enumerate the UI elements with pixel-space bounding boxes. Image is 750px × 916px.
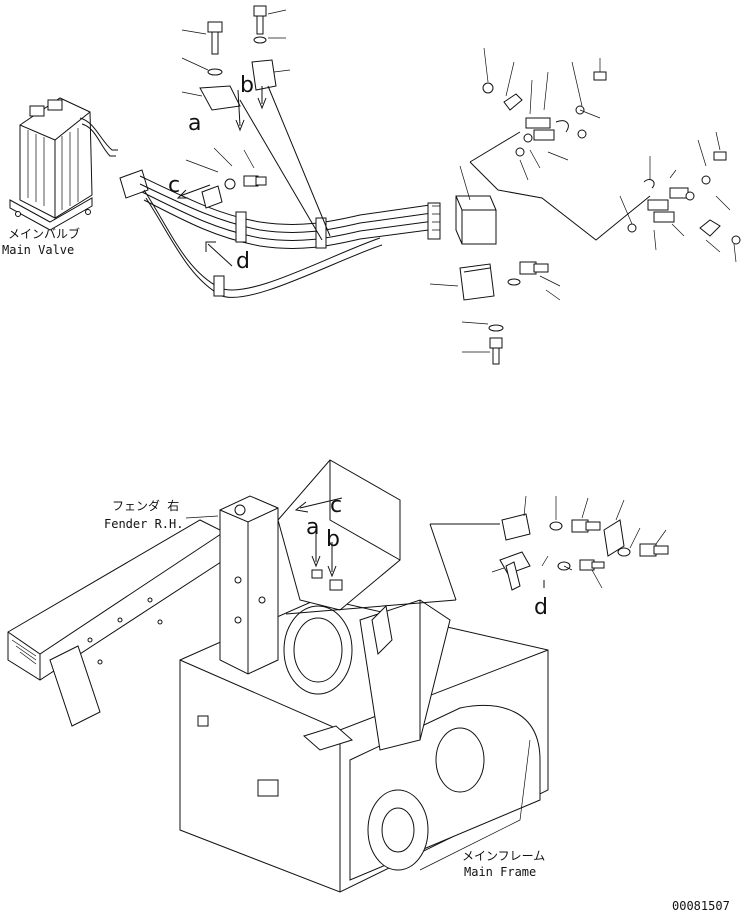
frame-callout-arrows (294, 497, 343, 578)
ref-letter-b-frame: b (326, 527, 340, 552)
main-valve-label-en: Main Valve (2, 243, 74, 257)
hose-bundle-drawing (119, 169, 441, 298)
fender-label-en: Fender R.H. (104, 517, 183, 531)
fender-label-jp: フェンダ 右 (112, 498, 179, 513)
main-frame-label-jp: メインフレーム (462, 849, 545, 863)
ref-letter-c-frame: c (330, 493, 342, 518)
main-frame-drawing (7, 459, 549, 893)
ref-letter-a-top: a (188, 111, 201, 136)
ref-letter-a-frame: a (306, 515, 319, 540)
drawing-number: 00081507 (672, 899, 730, 913)
main-valve-label-jp: メインバルブ (8, 226, 80, 241)
arrow-d-top (205, 241, 233, 267)
ref-letter-d-top: d (236, 249, 250, 274)
ref-letter-b-top: b (240, 73, 254, 98)
ref-letter-d-frame: d (534, 595, 548, 620)
main-valve-drawing (9, 97, 118, 231)
fender-leader-line (185, 515, 219, 519)
bracket-assembly-right (429, 47, 741, 365)
bracket-hardware-frame (491, 495, 669, 591)
clamp-hardware-c (176, 147, 267, 209)
clamp-hardware-top (181, 5, 331, 241)
main-frame-label-en: Main Frame (464, 865, 536, 879)
ref-letter-c-top: c (168, 173, 180, 198)
